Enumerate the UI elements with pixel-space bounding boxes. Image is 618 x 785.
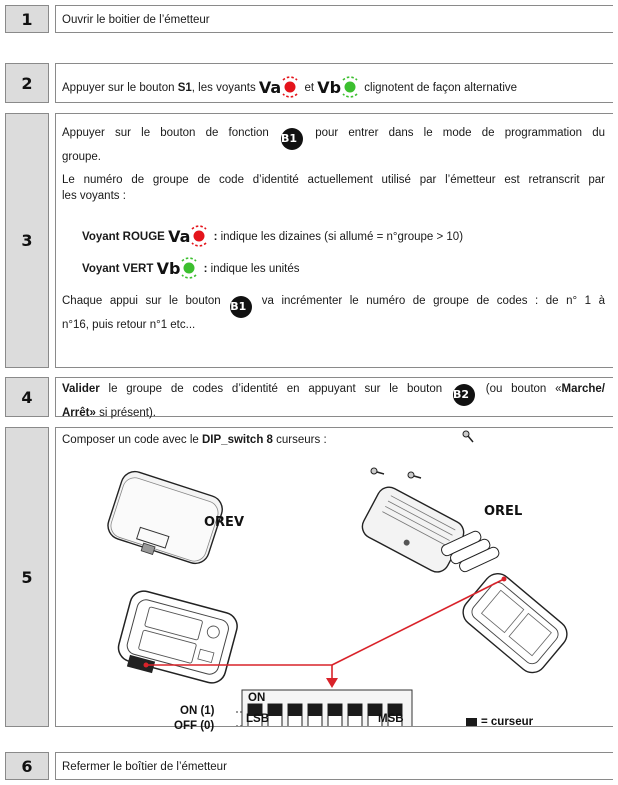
step-6-text-cell: Refermer le boîtier de l’émetteur: [55, 752, 613, 780]
step-3-paragraph-3: Chaque appui sur le bouton B1 va incréme…: [62, 295, 605, 331]
dip-slider-2: [268, 704, 282, 716]
s1-label: S1: [177, 82, 192, 94]
led-vb-label: Vb: [317, 78, 342, 97]
red-led-icon: [191, 225, 207, 247]
step-1-row: 1 Ouvrir le boitier de l’émetteur: [5, 5, 613, 33]
orel-remote-illustration: [361, 486, 465, 573]
dip-slider-8: [388, 704, 402, 716]
red-led-icon: [282, 76, 298, 98]
b1-button-icon: B1: [281, 128, 304, 150]
step-number-6: 6: [5, 752, 49, 780]
step-4-text-cell: Valider le groupe de codes d’identité en…: [55, 377, 613, 419]
step-1-text-cell: Ouvrir le boitier de l’émetteur: [55, 5, 613, 33]
step-number-1: 1: [5, 5, 49, 33]
step-3-paragraph-1: Appuyer sur le bouton de fonction B1 pou…: [62, 127, 605, 163]
green-led-icon: [342, 76, 358, 98]
step-5-content-cell: Composer un code avec le DIP_switch 8 cu…: [55, 427, 613, 732]
orel-case-open-illustration: [462, 573, 568, 674]
step-number-4: 4: [5, 377, 49, 417]
step-number-5: 5: [5, 427, 49, 727]
step-6-row: 6 Refermer le boîtier de l’émetteur: [5, 752, 613, 780]
lsb-label: LSB: [246, 713, 269, 725]
step-5-row: 5 Composer un code avec le DIP_switch 8 …: [5, 427, 613, 732]
orev-case-open-illustration: [117, 590, 238, 684]
step-2-row: 2 Appuyer sur le bouton S1, les voyants …: [5, 63, 613, 103]
green-led-icon: [181, 257, 197, 279]
step-2-text: Appuyer sur le bouton S1, les voyants Va…: [62, 76, 518, 98]
dip-switch-diagram: 12345678: [241, 689, 413, 726]
step-3-row: 3 Appuyer sur le bouton de fonction B1 p…: [5, 113, 613, 368]
red-led-line: Voyant ROUGE Va : indique les dizaines (…: [82, 225, 464, 247]
legend-curseur-label: = curseur: [481, 716, 534, 728]
b1-button-icon: B1: [230, 296, 253, 318]
dip-slider-6: [348, 704, 362, 716]
step-number-2: 2: [5, 63, 49, 103]
step-1-text: Ouvrir le boitier de l’émetteur: [62, 14, 210, 26]
step-5-text: Composer un code avec le DIP_switch 8 cu…: [62, 434, 327, 446]
remote-illustrations: 12345678: [107, 430, 568, 726]
step-4-row: 4 Valider le groupe de codes d’identité …: [5, 377, 613, 419]
step-3-text-cell: Appuyer sur le bouton de fonction B1 pou…: [55, 113, 613, 368]
dip-slider-7: [368, 704, 382, 716]
on-state-label: ON (1): [180, 705, 215, 717]
orev-case-closed-illustration: [107, 470, 223, 565]
dip-slider-4: [308, 704, 322, 716]
step-3-paragraph-2: Le numéro de groupe de code d’identité a…: [62, 174, 605, 202]
off-state-label: OFF (0): [174, 720, 215, 732]
dip-slider-5: [328, 704, 342, 716]
step-4-text: Valider le groupe de codes d’identité en…: [62, 383, 605, 419]
green-led-line: Voyant VERT Vb : indique les unités: [82, 257, 300, 279]
dip-on-title: ON: [248, 692, 266, 704]
b2-button-icon: B2: [452, 384, 475, 406]
dip-slider-3: [288, 704, 302, 716]
step-2-text-cell: Appuyer sur le bouton S1, les voyants Va…: [55, 63, 613, 103]
battery-icons: [440, 530, 500, 573]
led-va-label: Va: [258, 78, 282, 97]
msb-label: MSB: [378, 713, 404, 725]
dip-slider-1: [248, 704, 262, 716]
model-orel-label: OREL: [484, 504, 523, 519]
screw-icons: [370, 430, 474, 479]
step-6-text: Refermer le boîtier de l’émetteur: [62, 761, 227, 773]
step-number-3: 3: [5, 113, 49, 368]
legend-square-icon: [466, 718, 477, 726]
model-orev-label: OREV: [204, 515, 245, 530]
